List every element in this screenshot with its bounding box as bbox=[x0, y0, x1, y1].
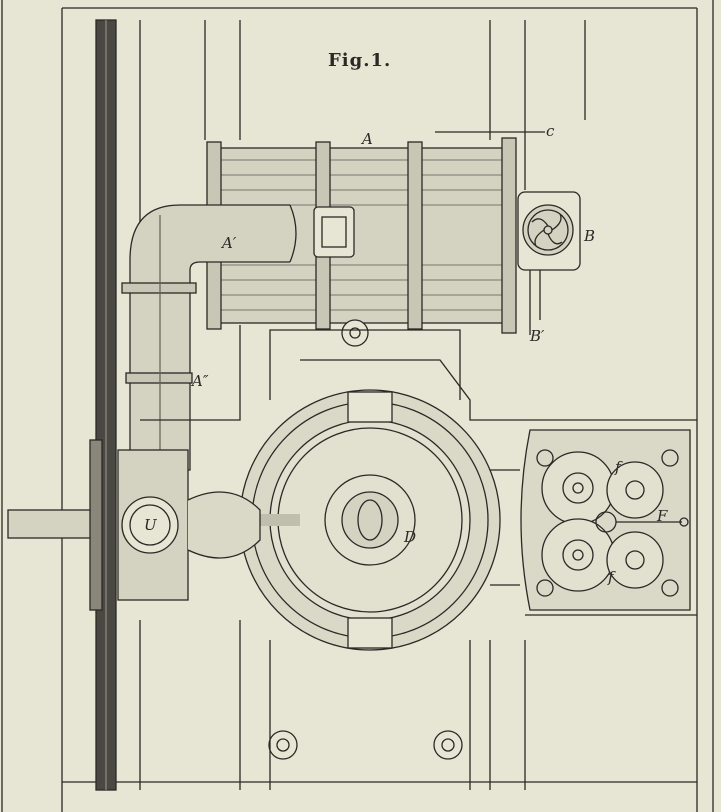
label-A-prime: A′ bbox=[222, 234, 237, 252]
figure-title: Fig.1. bbox=[328, 50, 392, 71]
label-A: A bbox=[362, 130, 373, 148]
label-B: B bbox=[584, 227, 596, 245]
steam-pipe-A2 bbox=[121, 204, 297, 471]
large-cylinder-D bbox=[239, 389, 501, 651]
label-F: F bbox=[657, 507, 668, 525]
valve-U bbox=[7, 439, 261, 611]
gear-housing-F bbox=[520, 429, 691, 611]
label-f-top: f bbox=[615, 458, 621, 476]
label-f-bottom: f bbox=[608, 568, 614, 586]
rack-bar bbox=[95, 19, 117, 791]
label-D: D bbox=[404, 528, 417, 546]
label-U: U bbox=[144, 516, 157, 534]
label-B-prime: B′ bbox=[530, 327, 545, 345]
label-A-double-prime: A″ bbox=[192, 372, 209, 390]
base-bolts bbox=[268, 730, 463, 760]
valve-box-B bbox=[517, 191, 581, 335]
central-body bbox=[140, 325, 697, 790]
label-c: c bbox=[546, 122, 555, 140]
